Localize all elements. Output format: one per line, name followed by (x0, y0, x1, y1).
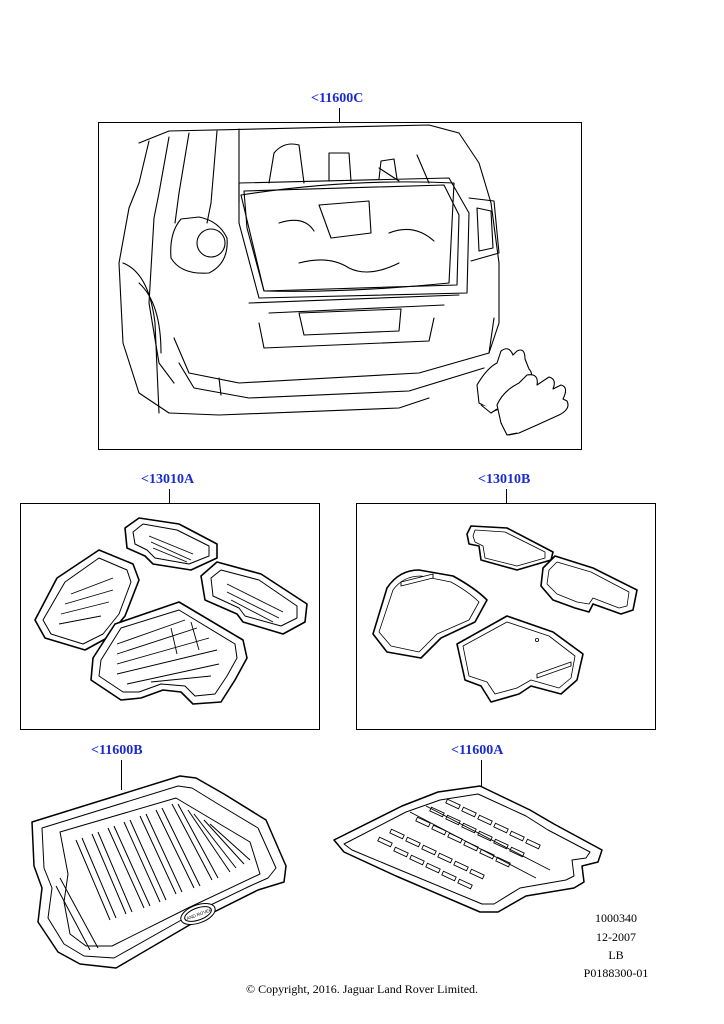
rubber-loadspace-liner: LAND ROVER (20, 770, 300, 970)
callout-11600a[interactable]: <11600A (451, 743, 504, 758)
callout-11600b[interactable]: <11600B (91, 743, 143, 758)
gloves-illustration (99, 123, 581, 449)
panel-carpet-floor-mats (356, 503, 656, 730)
reference-language: LB (608, 948, 624, 962)
loadspace-mat (330, 780, 606, 920)
leader-line-11600b (121, 760, 122, 790)
reference-date: 12-2007 (596, 930, 636, 944)
callout-13010a[interactable]: <13010A (141, 472, 195, 487)
leader-line-13010b (506, 489, 507, 504)
loadspace-mat-illustration (330, 780, 606, 920)
panel-vehicle-loadspace (98, 122, 582, 450)
reference-part-number: P0188300-01 (583, 966, 649, 980)
panel-rubber-floor-mats (20, 503, 320, 730)
callout-13010b[interactable]: <13010B (478, 472, 531, 487)
rubber-mats-illustration (21, 504, 319, 729)
copyright-notice: © Copyright, 2016. Jaguar Land Rover Lim… (245, 982, 479, 996)
leader-line-13010a (169, 489, 170, 504)
loadspace-liner-illustration: LAND ROVER (20, 770, 300, 970)
carpet-mats-illustration (357, 504, 655, 729)
reference-number: 1000340 (595, 911, 637, 925)
leader-line-11600a (481, 760, 482, 790)
vehicle-rear-illustration (99, 123, 581, 449)
callout-11600c[interactable]: <11600C (311, 91, 364, 106)
leader-line-11600c (339, 108, 340, 122)
